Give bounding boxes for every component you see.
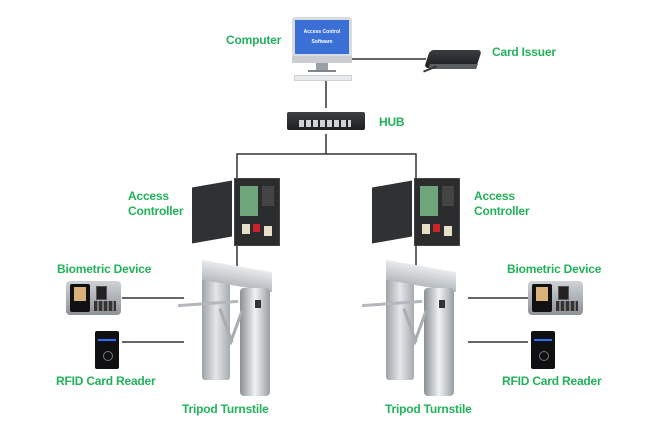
access-controller-left-label-line1: Access bbox=[128, 189, 169, 203]
access-controller-left-label-line2: Controller bbox=[128, 204, 184, 218]
tripod-turnstile-left-label: Tripod Turnstile bbox=[182, 402, 269, 416]
access-controller-left-icon bbox=[192, 178, 280, 246]
biometric-device-left-icon bbox=[66, 281, 121, 315]
keypad bbox=[556, 301, 578, 311]
tripod-turnstile-left-icon bbox=[177, 259, 273, 398]
network-hub-icon bbox=[287, 108, 365, 134]
tripod-turnstile-right-label: Tripod Turnstile bbox=[385, 402, 472, 416]
circuit-board bbox=[420, 186, 438, 216]
face-photo bbox=[74, 287, 86, 301]
access-controller-left-label: Access Controller bbox=[128, 189, 184, 219]
biometric-device-right-icon bbox=[528, 281, 583, 315]
access-controller-right-icon bbox=[372, 178, 460, 246]
monitor-screen: Access Control Software bbox=[295, 20, 349, 54]
fingerprint-sensor bbox=[96, 286, 107, 300]
access-controller-right-label-line2: Controller bbox=[474, 204, 530, 218]
circuit-board bbox=[240, 186, 258, 216]
biometric-device-left-label: Biometric Device bbox=[57, 262, 152, 276]
edge-hub-controllers bbox=[236, 153, 417, 178]
biometric-device-right-label: Biometric Device bbox=[507, 262, 602, 276]
keypad bbox=[94, 301, 116, 311]
access-controller-right-label-line1: Access bbox=[474, 189, 515, 203]
computer-label: Computer bbox=[226, 33, 282, 47]
rfid-reader-right-label: RFID Card Reader bbox=[502, 374, 602, 388]
face-photo bbox=[536, 287, 548, 301]
rfid-reader-left-label: RFID Card Reader bbox=[56, 374, 156, 388]
rfid-reader-right-icon bbox=[531, 331, 555, 369]
tripod-turnstile-right-icon bbox=[361, 259, 457, 398]
keyboard-icon bbox=[294, 75, 352, 81]
card-issuer-icon bbox=[423, 44, 483, 74]
screen-line-1: Access Control bbox=[303, 29, 341, 35]
rfid-reader-left-icon bbox=[95, 331, 119, 369]
controller-door bbox=[372, 180, 412, 244]
hub-label: HUB bbox=[379, 115, 405, 129]
controller-door bbox=[192, 180, 232, 244]
card-issuer-label: Card Issuer bbox=[492, 45, 556, 59]
access-controller-right-label: Access Controller bbox=[474, 189, 530, 219]
computer-monitor-icon: Access Control Software bbox=[292, 17, 354, 81]
screen-line-2: Software bbox=[311, 39, 333, 45]
fingerprint-sensor bbox=[558, 286, 569, 300]
